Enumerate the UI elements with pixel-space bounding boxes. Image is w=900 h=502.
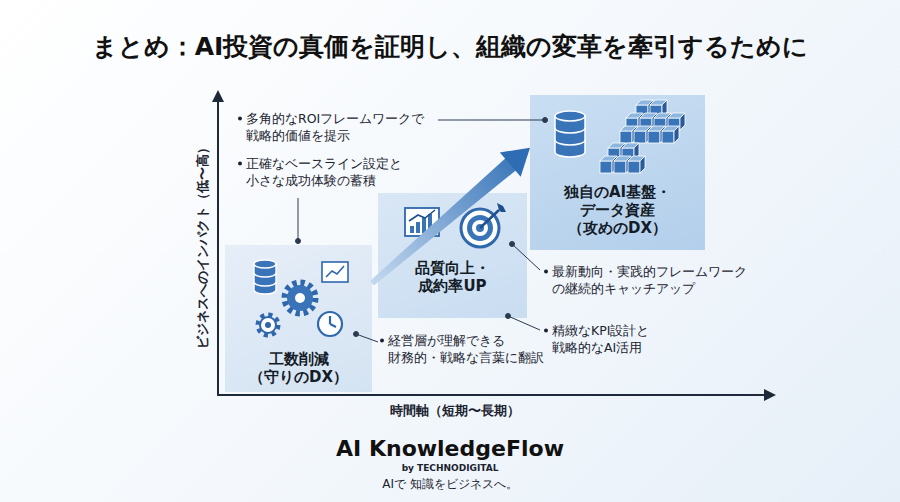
diagram-title: まとめ：AI投資の真価を証明し、組織の変革を牽引するために — [0, 30, 900, 63]
node-label: 工数削減 （守りのDX） — [237, 350, 361, 386]
leader-line — [508, 316, 540, 330]
stage-band: 品質向上・ 成約率UP — [378, 193, 527, 318]
bullet-note: 経営層が理解できる 財務的・戦略な言葉に翻訳 — [388, 332, 560, 366]
brand-tagline: AIで 知識をビジネスへ。 — [382, 477, 518, 492]
bullet-dot — [544, 329, 548, 333]
axis-title: 時間軸（短期〜長期） — [390, 403, 520, 419]
x-axis-head — [764, 389, 776, 401]
y-axis — [217, 100, 219, 396]
stage-band: 独自のAI基盤・ データ資産 （攻めのDX） — [530, 95, 705, 250]
bullet-dot — [238, 117, 242, 121]
stage-band: 工数削減 （守りのDX） — [225, 245, 372, 392]
axis-title: ビジネスへのインパクト（低〜高） — [195, 141, 211, 349]
leader-line — [296, 239, 301, 244]
leader-line — [438, 120, 545, 121]
bullet-dot — [238, 162, 242, 166]
brand-byline: by TECHNODIGITAL — [402, 463, 499, 474]
brand-name: AI KnowledgeFlow — [336, 436, 564, 462]
x-axis — [217, 394, 766, 396]
bullet-note: 精緻なKPI設計と 戦略的なAI活用 — [552, 322, 702, 356]
node-label: 独自のAI基盤・ データ資産 （攻めのDX） — [553, 183, 683, 237]
node-text-group: 工数削減 （守りのDX） — [237, 350, 361, 386]
node-text-group: 独自のAI基盤・ データ資産 （攻めのDX） — [553, 183, 683, 237]
arrow-head — [500, 148, 530, 177]
node-label: 品質向上・ 成約率UP — [398, 259, 508, 295]
leader-line — [298, 198, 299, 241]
bullet-dot — [380, 339, 384, 343]
bullet-note: 多角的なROIフレームワークで 戦略的価値を提示 — [246, 110, 434, 144]
bullet-dot — [544, 270, 548, 274]
bullet-note: 最新動向・実践的フレームワーク の継続的キャッチアップ — [552, 263, 762, 297]
y-axis-head — [212, 90, 224, 102]
chart-axes — [212, 90, 776, 401]
bullet-note: 正確なベースライン設定と 小さな成功体験の蓄積 — [246, 155, 424, 189]
node-text-group: 品質向上・ 成約率UP — [398, 259, 508, 295]
